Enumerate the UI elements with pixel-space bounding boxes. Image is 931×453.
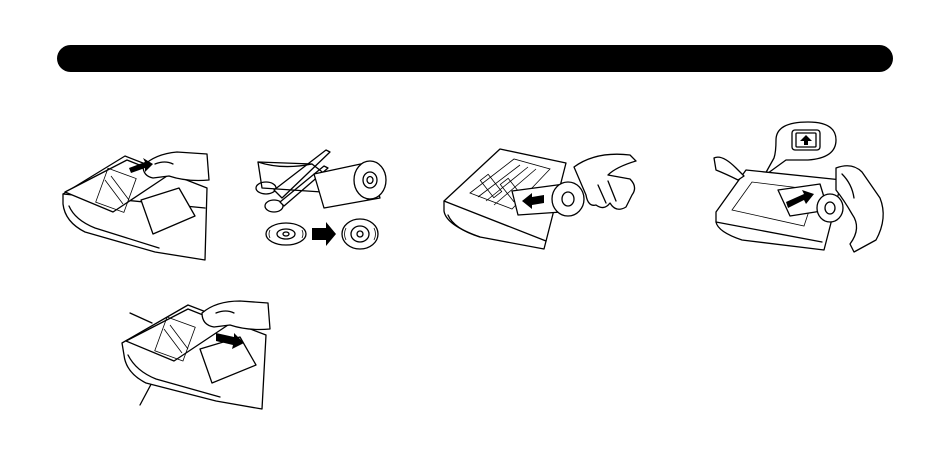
insert-paper-illustration: [440, 145, 650, 255]
paper-feed-key-icon: [712, 118, 892, 256]
open-printer-cover-illustration: [55, 148, 215, 266]
paper-feed-key-illustration: [712, 118, 892, 256]
close-printer-cover-illustration: [116, 293, 276, 413]
open-printer-cover-icon: [55, 148, 215, 266]
section-header-bar: [57, 45, 893, 72]
insert-paper-icon: [440, 145, 650, 255]
close-printer-cover-icon: [116, 293, 276, 413]
cut-paper-roll-icon: [252, 148, 392, 252]
cut-paper-roll-illustration: [252, 148, 392, 252]
